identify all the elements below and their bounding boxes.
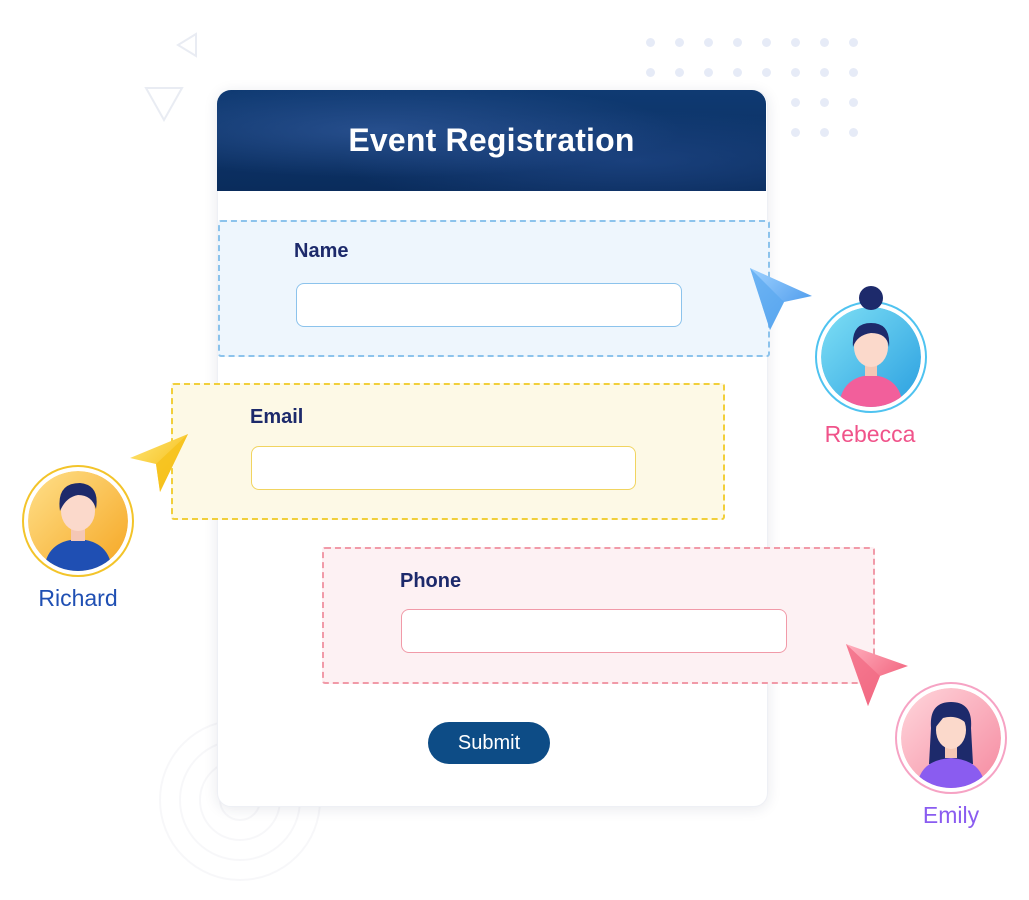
decorative-triangle-small: [176, 32, 197, 58]
email-label: Email: [250, 406, 304, 428]
decorative-dot: [791, 128, 800, 137]
decorative-dot: [791, 38, 800, 47]
decorative-dot: [849, 98, 858, 107]
decorative-dot: [820, 38, 829, 47]
decorative-dot: [646, 68, 655, 77]
decorative-dot: [820, 128, 829, 137]
decorative-dot: [704, 38, 713, 47]
decorative-dot-grid: [640, 34, 870, 144]
decorative-dot: [704, 68, 713, 77]
decorative-dot: [849, 128, 858, 137]
decorative-dot: [733, 38, 742, 47]
decorative-dot: [646, 38, 655, 47]
emily-name: Emily: [922, 802, 980, 828]
emily-avatar-ring: [895, 682, 1007, 794]
name-label: Name: [294, 240, 349, 262]
emily-cursor-icon: [846, 644, 908, 706]
decorative-dot: [762, 68, 771, 77]
decorative-dot: [675, 68, 684, 77]
phone-label: Phone: [400, 570, 462, 592]
name-input[interactable]: [296, 283, 682, 327]
emily-avatar: [901, 688, 1001, 788]
richard-avatar-ring: [22, 465, 134, 577]
email-input[interactable]: [251, 446, 636, 490]
phone-input[interactable]: [401, 609, 787, 653]
form-header: Event Registration: [217, 90, 766, 191]
form-title: Event Registration: [348, 122, 635, 158]
decorative-dot: [791, 98, 800, 107]
richard-cursor-icon: [130, 434, 188, 492]
rebecca-hair-bun-icon: [859, 286, 883, 310]
decorative-triangle-large: [144, 87, 184, 123]
decorative-dot: [849, 38, 858, 47]
submit-button[interactable]: Submit: [428, 722, 550, 764]
rebecca-cursor-icon: [750, 268, 812, 330]
rebecca-avatar: [821, 307, 921, 407]
decorative-dot: [762, 38, 771, 47]
decorative-dot: [820, 98, 829, 107]
rebecca-name: Rebecca: [824, 421, 916, 447]
decorative-dot: [791, 68, 800, 77]
decorative-dot: [820, 68, 829, 77]
richard-name: Richard: [38, 585, 118, 611]
decorative-dot: [675, 38, 684, 47]
decorative-dot: [849, 68, 858, 77]
richard-avatar: [28, 471, 128, 571]
decorative-dot: [733, 68, 742, 77]
